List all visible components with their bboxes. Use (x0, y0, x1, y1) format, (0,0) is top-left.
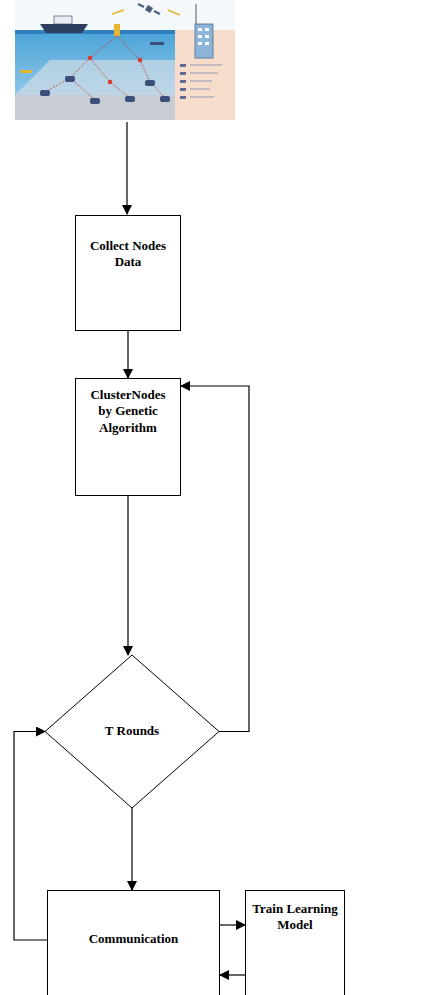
flow-arrow (126, 122, 127, 214)
process-box: ClusterNodes by Genetic Algorithm (75, 378, 181, 496)
node-label: Communication (54, 931, 213, 947)
node-label: ClusterNodes by Genetic Algorithm (82, 387, 174, 436)
flow-connector (181, 386, 249, 732)
node-label: Train Learning Model (252, 901, 338, 934)
node-label: T Rounds (105, 723, 159, 739)
process-box: Train Learning Model (245, 890, 345, 995)
flow-connector (127, 331, 128, 378)
decision-diamond: T Rounds (45, 655, 219, 808)
flow-connector (14, 732, 47, 941)
process-box: Communication (47, 890, 220, 995)
node-label: Collect Nodes Data (82, 238, 174, 271)
flow-connector (220, 924, 245, 925)
process-box: Collect Nodes Data (75, 215, 181, 331)
flow-connector (131, 808, 132, 890)
flow-connector (127, 496, 128, 655)
flow-connector (220, 974, 245, 975)
